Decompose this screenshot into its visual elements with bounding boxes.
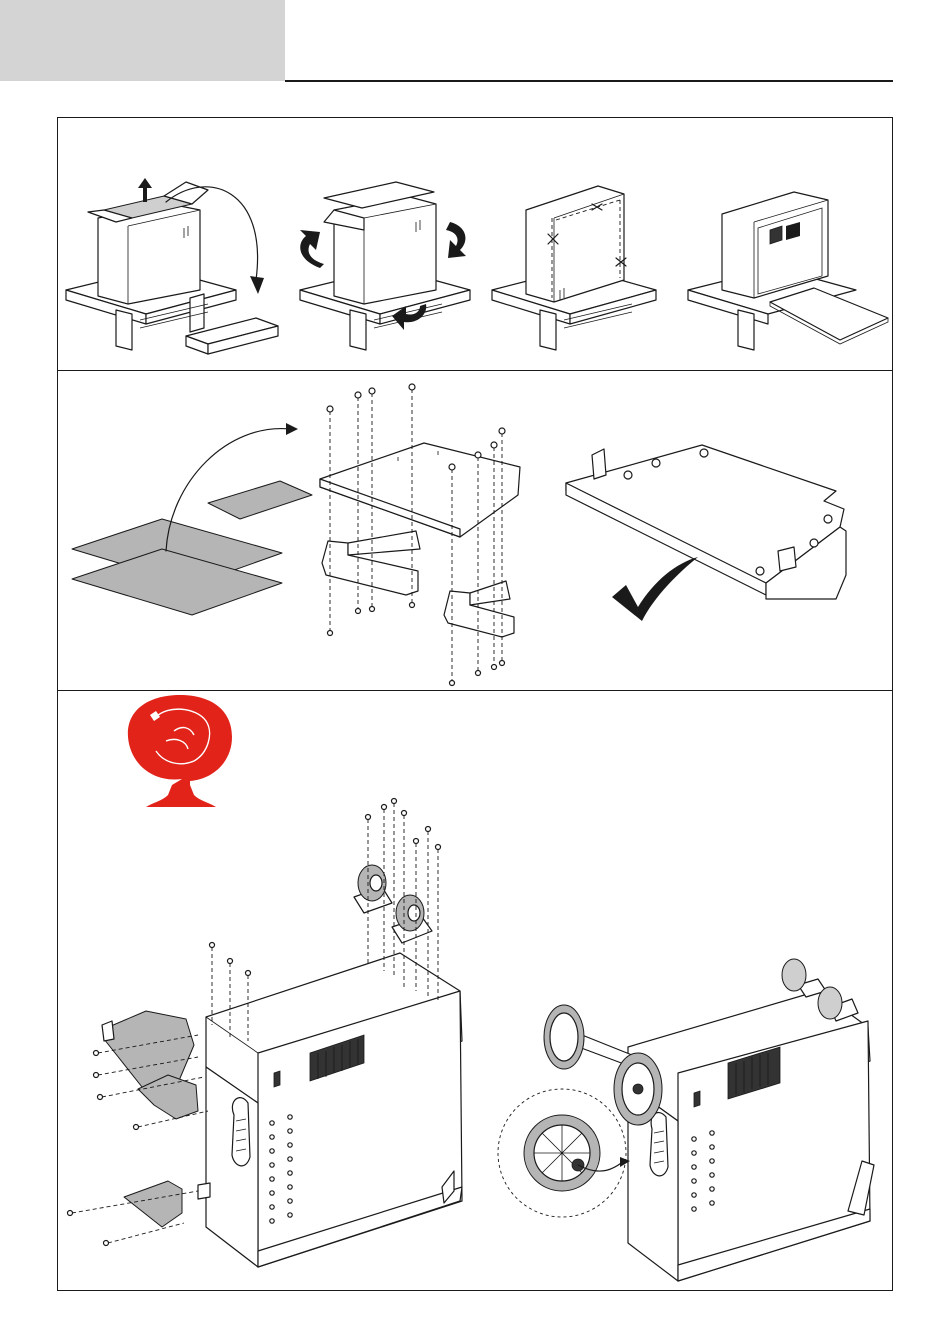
cut-box-icon xyxy=(492,186,656,350)
assembled-base-icon xyxy=(566,445,846,599)
checkmark-icon xyxy=(612,557,698,621)
mount-front-casters-icon xyxy=(68,799,463,1268)
wheel-assembly-section xyxy=(58,691,892,1290)
protective-gloves-warning-icon xyxy=(128,695,232,807)
wheel-assembly-illustrations xyxy=(58,691,892,1290)
base-assembly-illustrations xyxy=(58,371,892,690)
exploded-base-bolts-icon xyxy=(320,384,520,686)
unpacking-illustrations xyxy=(58,118,892,370)
ramp-unload-icon xyxy=(688,192,888,350)
unpacking-section xyxy=(58,118,892,370)
header-tab xyxy=(0,0,285,81)
unfold-cardboard-icon xyxy=(72,423,312,615)
tilt-box-icon xyxy=(300,182,470,350)
base-assembly-section xyxy=(58,371,892,690)
remove-top-box-icon xyxy=(66,178,278,354)
mount-rear-axle-icon xyxy=(498,959,874,1281)
header-rule xyxy=(285,80,893,82)
